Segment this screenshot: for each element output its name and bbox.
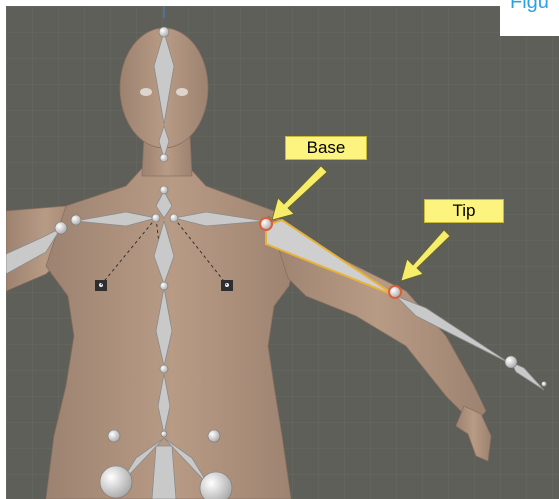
joint-head-top[interactable] xyxy=(159,27,169,37)
joint-leg-left[interactable] xyxy=(100,466,132,498)
joint-shoulder-left[interactable] xyxy=(71,215,81,225)
tip-label: Tip xyxy=(424,199,504,223)
selected-bone-base-joint[interactable] xyxy=(260,218,272,230)
joint-hip-left[interactable] xyxy=(108,430,120,442)
joint-neck[interactable] xyxy=(160,154,168,162)
joint-shoulder-center-right[interactable] xyxy=(170,214,178,222)
figure-caption: Figu xyxy=(510,0,549,14)
bone-thigh-stub[interactable] xyxy=(152,446,176,499)
joint-spine-upper[interactable] xyxy=(160,282,168,290)
joint-hip-right[interactable] xyxy=(208,430,220,442)
joint-chest[interactable] xyxy=(160,186,168,194)
base-label: Base xyxy=(285,136,367,160)
joint-forearm-end[interactable] xyxy=(505,356,517,368)
joint-spine-lower[interactable] xyxy=(161,431,167,437)
selected-bone-tip-joint[interactable] xyxy=(389,286,401,298)
joint-spine-mid[interactable] xyxy=(160,365,168,373)
3d-viewport[interactable] xyxy=(6,6,559,499)
joint-hand-end[interactable] xyxy=(542,382,547,387)
joint-upper-arm-left[interactable] xyxy=(55,222,67,234)
joint-shoulder-center-left[interactable] xyxy=(152,214,160,222)
